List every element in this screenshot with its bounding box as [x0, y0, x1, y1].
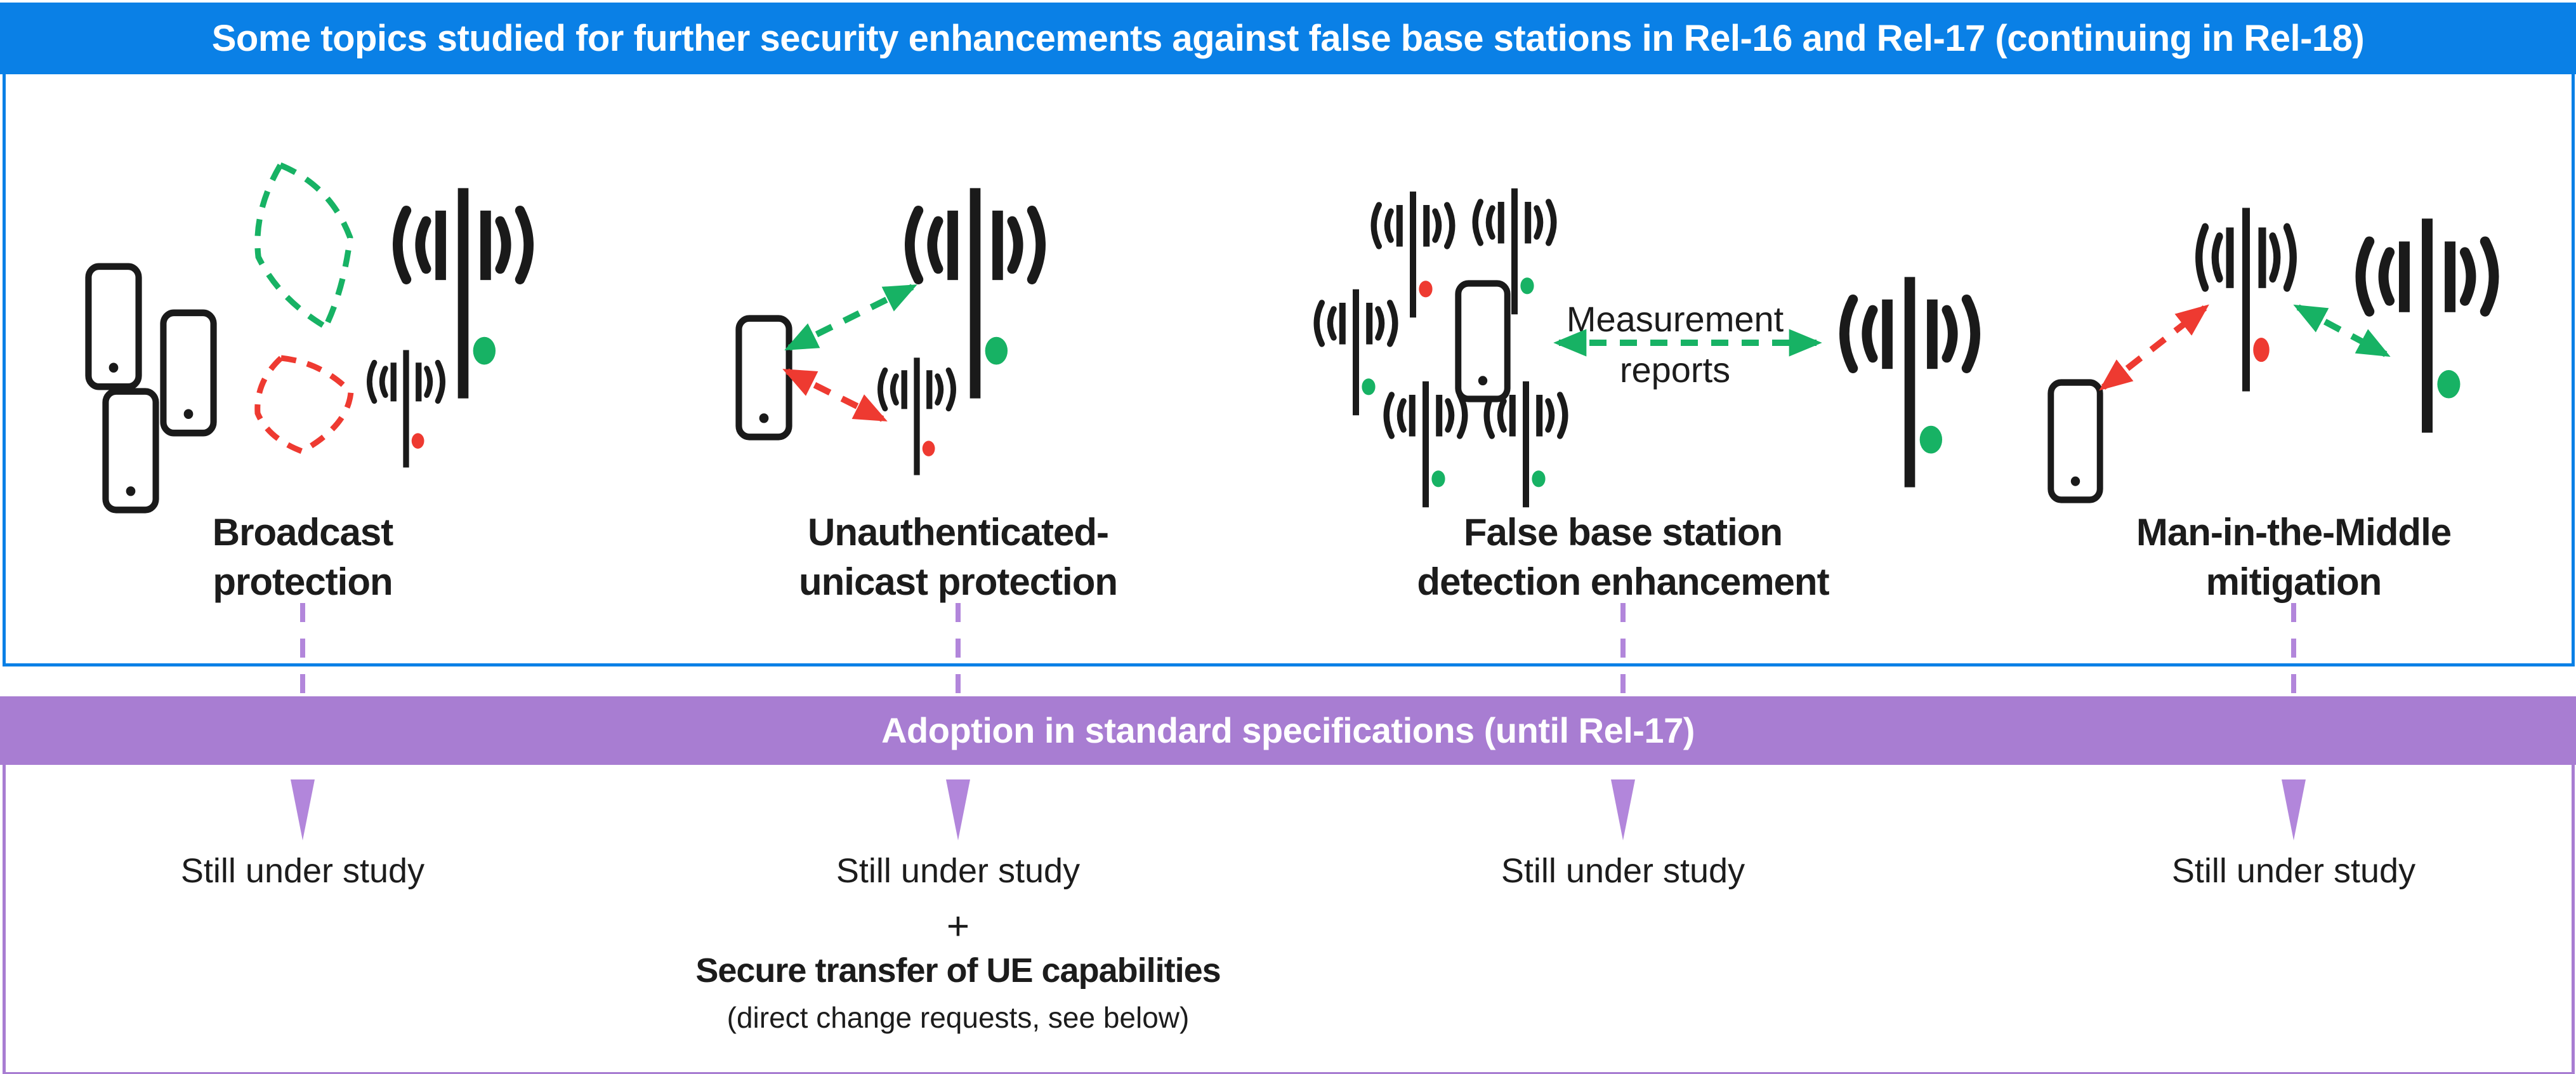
outcome-text: Still under study — [1501, 852, 1745, 890]
measurement-reports-label: reports — [1619, 350, 1731, 390]
scenario-label: False base station detection enhancement — [1417, 511, 1829, 603]
phone-icon — [102, 387, 160, 514]
adoption-banner: Adoption in standard specifications (unt… — [0, 696, 2576, 765]
outcome-text: Still under study — [2171, 852, 2416, 890]
genuine-link-arrow-icon — [2293, 304, 2391, 357]
genuine-base-station-icon — [2346, 215, 2508, 437]
title-banner: Some topics studied for further security… — [0, 3, 2576, 74]
phone-icon — [159, 308, 218, 437]
false-link-arrow-icon — [2099, 304, 2209, 391]
scenario-label: Broadcast protection — [212, 511, 393, 603]
scenario-label: Unauthenticated- unicast protection — [798, 511, 1118, 603]
outcome-extra-text: Secure transfer of UE capabilities — [695, 951, 1221, 990]
phone-icon — [1454, 279, 1511, 403]
false-broadcast-fan-icon — [254, 355, 354, 454]
measurement-reports-arrow-icon — [1553, 329, 1822, 357]
genuine-broadcast-fan-icon — [254, 162, 353, 329]
outcome-note-text: (direct change requests, see below) — [726, 1001, 1190, 1034]
genuine-unicast-arrow-icon — [784, 284, 917, 351]
outcome-text: Still under study — [180, 852, 425, 890]
outcome-text: Still under study — [836, 852, 1081, 890]
plus-sign: + — [946, 905, 970, 948]
genuine-base-station-icon — [1830, 273, 1989, 491]
false-base-station-icon — [362, 348, 450, 470]
false-base-station-icon — [872, 355, 961, 477]
scenario-label: Man-in-the-Middle mitigation — [2136, 511, 2452, 603]
phone-icon — [84, 262, 143, 391]
